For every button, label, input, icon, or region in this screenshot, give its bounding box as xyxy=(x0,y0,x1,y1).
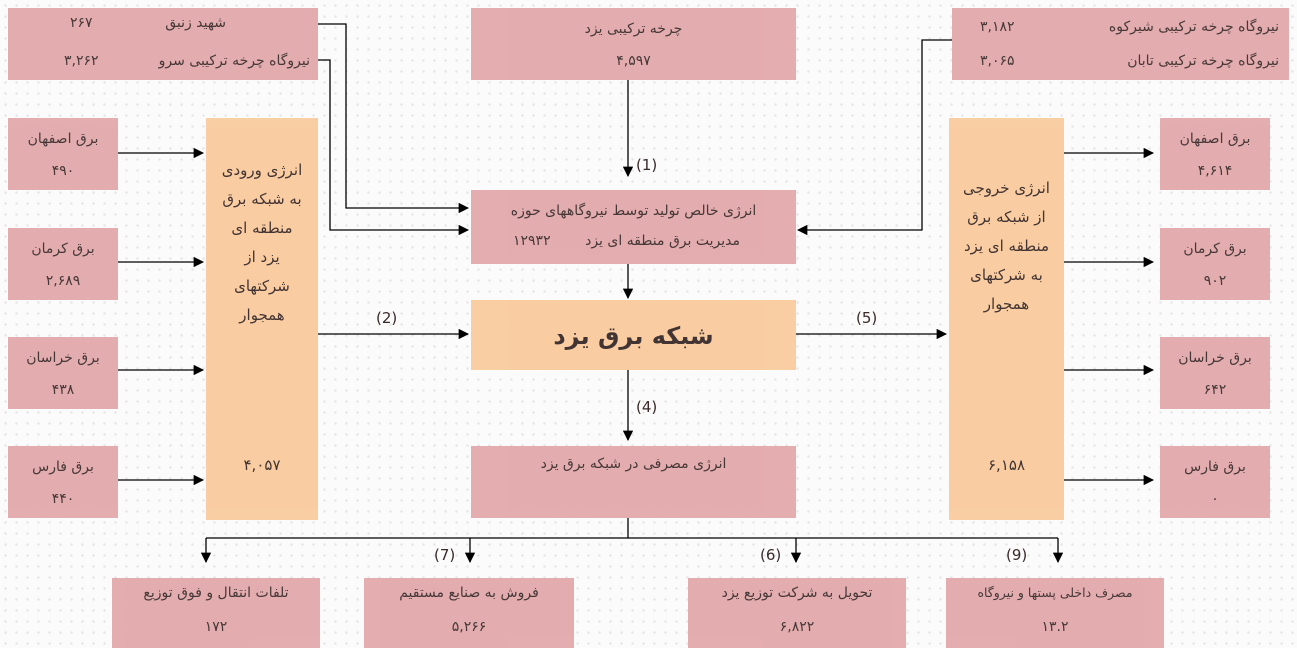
flow-label-4: (4) xyxy=(636,398,658,416)
region-value: ۹۰۲ xyxy=(1203,273,1227,289)
central-network-box: شبکه برق یزد xyxy=(471,300,796,370)
region-name: برق کرمان xyxy=(1183,241,1247,257)
region-value: ۴۴۰ xyxy=(51,491,75,507)
arrow-zanbagh-to-net xyxy=(318,23,470,214)
bottom-name: تلفات انتقال و فوق توزیع xyxy=(143,585,289,601)
plant-name: شهید زنبق xyxy=(165,15,226,31)
net-generation-box: انرژی خالص تولید توسط نیروگاههای حوزه مد… xyxy=(471,190,796,264)
right-box-isfahan: برق اصفهان ۴,۶۱۴ xyxy=(1160,118,1270,190)
label-line: به شبکه برق xyxy=(222,190,302,208)
left-box-fars: برق فارس ۴۴۰ xyxy=(8,446,118,518)
net-generation-line1: انرژی خالص تولید توسط نیروگاههای حوزه xyxy=(510,203,757,219)
plant-name: نیروگاه چرخه ترکیبی شیرکوه xyxy=(1108,19,1279,35)
central-network-label: شبکه برق یزد xyxy=(553,322,714,350)
label-line: همجوار xyxy=(239,306,285,324)
flow-label-6: (6) xyxy=(760,546,782,564)
net-generation-line2: مدیریت برق منطقه ای یزد xyxy=(585,233,740,249)
left-box-isfahan: برق اصفهان ۴۹۰ xyxy=(8,118,118,190)
region-value: ۶۴۲ xyxy=(1203,382,1227,398)
bottom-box-losses: تلفات انتقال و فوق توزیع ۱۷۲ xyxy=(112,578,320,648)
region-value: ۴۳۸ xyxy=(51,382,75,398)
label-line: یزد از xyxy=(244,248,280,266)
plant-value: ۳,۲۶۲ xyxy=(64,53,99,69)
bottom-value: ۱۳.۲ xyxy=(1041,619,1069,635)
region-name: برق خراسان xyxy=(26,350,100,366)
bottom-name: فروش به صنایع مستقیم xyxy=(399,585,539,601)
plant-value: ۳,۰۶۵ xyxy=(980,53,1015,69)
label-line: همجوار xyxy=(983,295,1030,313)
plant-value: ۲۶۷ xyxy=(70,15,93,31)
input-energy-value: ۴,۰۵۷ xyxy=(243,456,281,474)
region-name: برق اصفهان xyxy=(27,131,99,147)
region-name: برق اصفهان xyxy=(1179,131,1251,147)
right-box-kerman: برق کرمان ۹۰۲ xyxy=(1160,228,1270,300)
flow-label-9: (9) xyxy=(1006,546,1028,564)
label-line: منطقه ای یزد xyxy=(963,237,1050,255)
net-generation-value: ۱۲۹۳۲ xyxy=(513,233,551,249)
bottom-value: ۶,۸۲۲ xyxy=(779,619,815,635)
region-value: ۲,۶۸۹ xyxy=(45,273,81,289)
region-name: برق فارس xyxy=(1184,459,1246,475)
region-value: ۰ xyxy=(1211,491,1219,507)
label-line: به شرکتهای xyxy=(970,266,1043,284)
plant-value: ۴,۵۹۷ xyxy=(616,53,651,69)
label-line: شرکتهای xyxy=(234,277,290,295)
flow-label-2: (2) xyxy=(376,309,398,327)
input-energy-label: انرژی ورودی به شبکه برق منطقه ای یزد از … xyxy=(206,156,318,330)
label-line: انرژی خروجی xyxy=(963,179,1050,197)
flow-label-5: (5) xyxy=(856,309,878,327)
plant-value: ۳,۱۸۲ xyxy=(980,19,1015,35)
flow-label-1: (1) xyxy=(636,156,658,174)
input-energy-box: انرژی ورودی به شبکه برق منطقه ای یزد از … xyxy=(206,118,318,520)
top-center-plant-box: چرخه ترکیبی یزد ۴,۵۹۷ xyxy=(471,8,796,80)
region-name: برق خراسان xyxy=(1178,350,1252,366)
consumption-label: انرژی مصرفی در شبکه برق یزد xyxy=(540,456,727,472)
bottom-box-internal: مصرف داخلی پستها و نیروگاه ۱۳.۲ xyxy=(946,578,1164,648)
flow-label-7: (7) xyxy=(434,546,456,564)
left-box-khorasan: برق خراسان ۴۳۸ xyxy=(8,337,118,409)
bottom-box-industry: فروش به صنایع مستقیم ۵,۲۶۶ xyxy=(364,578,574,648)
top-right-plants-box: نیروگاه چرخه ترکیبی شیرکوه ۳,۱۸۲ نیروگاه… xyxy=(952,8,1289,80)
bottom-value: ۱۷۲ xyxy=(204,619,228,635)
plant-name: چرخه ترکیبی یزد xyxy=(584,21,683,37)
region-name: برق کرمان xyxy=(31,241,95,257)
arrow-sarv-to-net xyxy=(318,59,470,236)
right-box-fars: برق فارس ۰ xyxy=(1160,446,1270,518)
bottom-name: تحویل به شرکت توزیع یزد xyxy=(721,585,873,601)
bottom-value: ۵,۲۶۶ xyxy=(451,619,487,635)
left-box-kerman: برق کرمان ۲,۶۸۹ xyxy=(8,228,118,300)
right-box-khorasan: برق خراسان ۶۴۲ xyxy=(1160,337,1270,409)
top-left-plants-box: شهید زنبق ۲۶۷ نیروگاه چرخه ترکیبی سرو ۳,… xyxy=(8,8,318,80)
consumption-box: انرژی مصرفی در شبکه برق یزد xyxy=(471,446,796,518)
bottom-name: مصرف داخلی پستها و نیروگاه xyxy=(977,585,1133,600)
arrow-right-plants-to-net xyxy=(796,39,952,236)
plant-name: نیروگاه چرخه ترکیبی سرو xyxy=(158,53,310,69)
output-energy-box: انرژی خروجی از شبکه برق منطقه ای یزد به … xyxy=(949,118,1064,520)
label-line: از شبکه برق xyxy=(967,208,1046,226)
output-energy-label: انرژی خروجی از شبکه برق منطقه ای یزد به … xyxy=(949,174,1064,319)
region-value: ۴,۶۱۴ xyxy=(1197,163,1233,179)
region-value: ۴۹۰ xyxy=(51,163,75,179)
region-name: برق فارس xyxy=(32,459,94,475)
label-line: انرژی ورودی xyxy=(221,161,303,179)
bottom-box-distribution: تحویل به شرکت توزیع یزد ۶,۸۲۲ xyxy=(688,578,906,648)
plant-name: نیروگاه چرخه ترکیبی تابان xyxy=(1127,53,1279,69)
output-energy-value: ۶,۱۵۸ xyxy=(988,456,1025,474)
label-line: منطقه ای xyxy=(231,219,293,237)
